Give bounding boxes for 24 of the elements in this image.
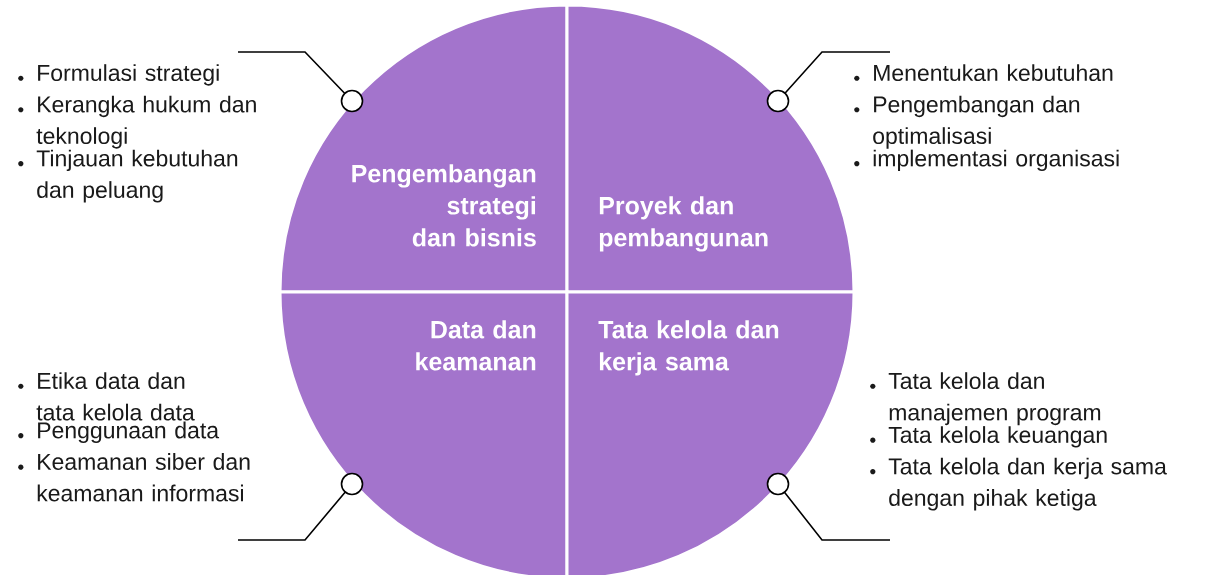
quadrant: Data dan keamanan	[278, 290, 569, 575]
quadrant: Proyek dan pembangunan	[565, 3, 856, 294]
bullet-list: Tata kelola dan manajemen program Tata kelola keuangan Tata kelola dan kerja sama dengan pihak ketiga	[870, 372, 1167, 511]
node-label: Tata kelola dan kerja sama dengan pihak ketiga	[888, 457, 1167, 511]
quadrant: Tata kelola dan kerja sama	[565, 290, 856, 575]
leader-line	[766, 51, 891, 113]
bullet-list: Menentukan kebutuhan Pengembangan dan optimalisasi implementasi organisasi	[854, 64, 1119, 172]
node-label: Etika data dan tata kelola data	[36, 372, 195, 421]
leader-line	[237, 51, 364, 113]
node-label: Formulasi strategi	[38, 64, 219, 86]
node-label: Kerangka hukum dan teknologi	[36, 95, 256, 149]
bullet-list: Formulasi strategi Kerangka hukum dan teknologi Tinjauan kebutuhan dan peluang	[18, 64, 256, 203]
leader-line	[766, 472, 891, 541]
node-label: Pengembangan dan optimalisasi	[873, 95, 1080, 149]
quadrant: Pengembangan strategi dan bisnis	[278, 3, 569, 294]
node-label: Tinjauan kebutuhan dan peluang	[36, 149, 238, 203]
node-label: Keamanan siber dan keamanan informasi	[37, 453, 250, 502]
node-label: Tata kelola keuangan	[888, 426, 1107, 448]
node-label: Menentukan kebutuhan	[874, 64, 1113, 82]
node-label: Tata kelola dan manajemen program	[888, 372, 1101, 426]
node-label: Penggunaan data	[38, 421, 220, 444]
leader-line	[237, 472, 364, 541]
bullet-list: Etika data dan tata kelola data Penggunaan data Keamanan siber dan keamanan informasi	[18, 372, 250, 502]
node-label: implementasi organisasi	[873, 149, 1119, 172]
